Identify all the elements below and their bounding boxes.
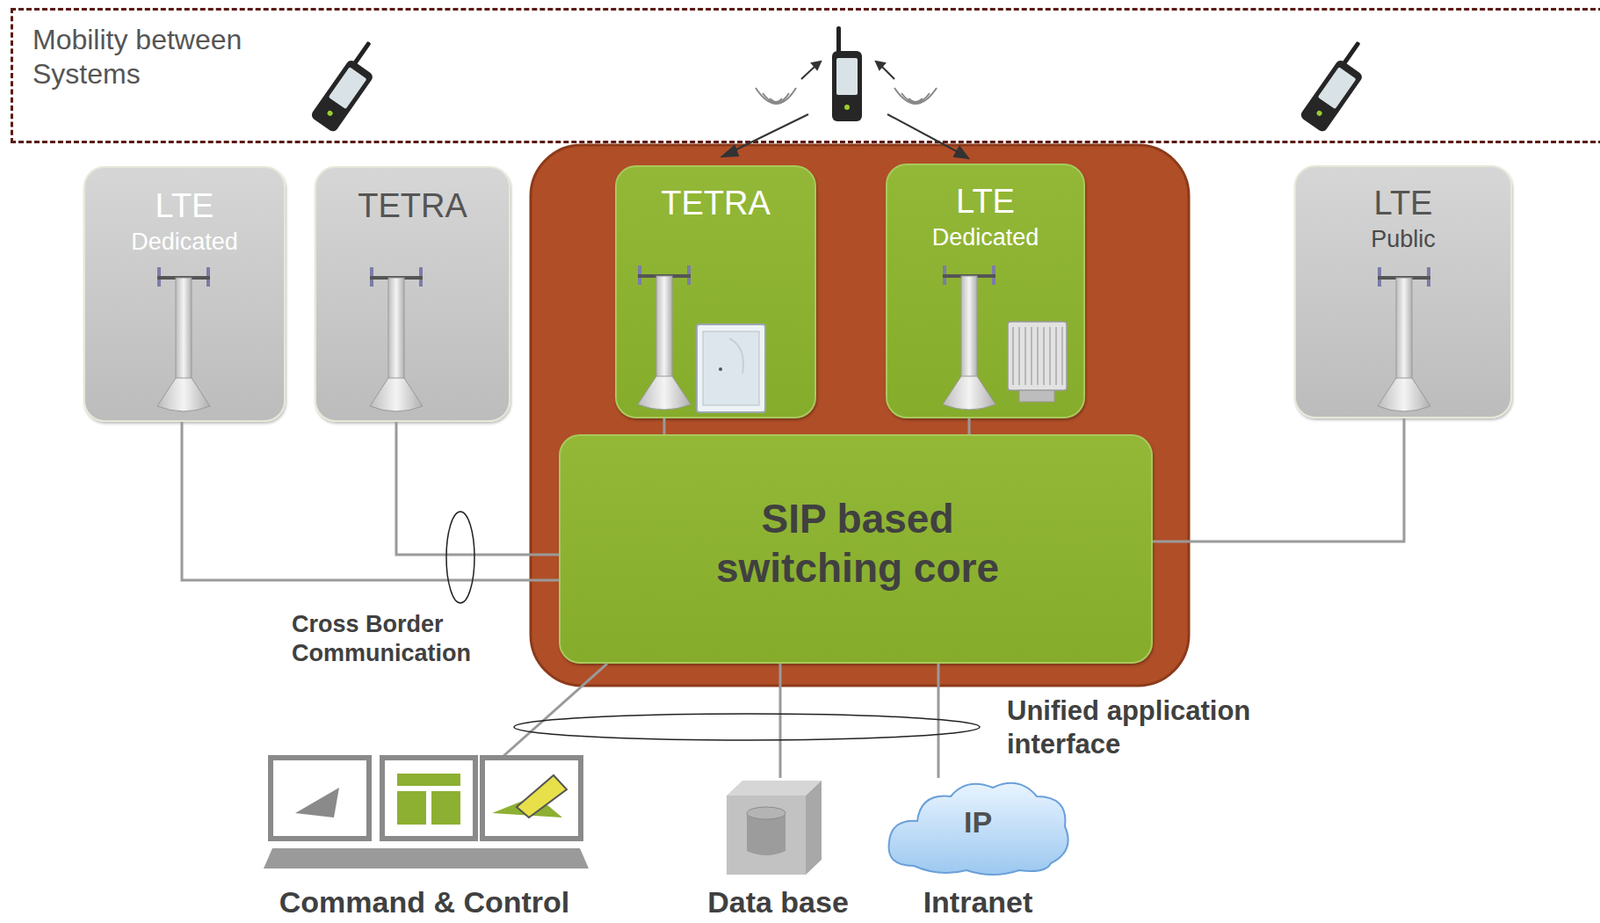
radio-waves [755,87,937,104]
handset-icon [832,26,862,122]
node-title: TETRA [616,182,815,224]
database-icon [726,780,822,875]
tower-icon [942,265,996,410]
console-icon [263,757,589,869]
node-title: Command & Control [254,883,594,920]
handset-icon [310,38,390,134]
connector-line [396,421,559,555]
bracket-ellipse [446,511,475,603]
node-title: IP [869,803,1086,840]
radio-unit-icon [1007,321,1067,402]
connector-line [503,663,608,756]
node-title: SIP based switching core [681,493,1034,593]
node-title: Data base [667,883,889,920]
node-title: TETRA [316,185,509,226]
handset-icon [1299,38,1379,134]
connector-line [664,418,666,435]
network-box: TETRA [314,166,511,422]
connector-line [181,421,559,580]
node-subtitle: Intranet [869,883,1086,920]
connector-line [969,418,971,435]
tower-icon [1377,267,1431,412]
node-subtitle: Public [1295,224,1511,254]
system-region [530,144,1189,686]
connector-line [938,663,940,778]
core-box: SIP based switching core [558,434,1153,664]
bracket-ellipse [514,713,980,740]
tower-icon [637,265,691,410]
cloud-icon [889,782,1069,875]
node-title: LTE [85,185,284,226]
tower-icon [369,267,423,412]
connector-line [1152,418,1405,542]
tower-icon [157,267,210,412]
connector-line [780,663,782,778]
annotation-label: Unified application interface [1006,694,1315,761]
node-subtitle: Dedicated [85,227,284,257]
node-subtitle: Dedicated [887,223,1084,253]
node-title: LTE [1295,182,1511,224]
radio-arrows [722,61,969,159]
annotation-label: Cross Border Communication [291,609,494,668]
cabinet-icon [696,324,766,413]
node-title: LTE [887,180,1084,222]
node-title: Mobility between Systems [32,22,314,92]
